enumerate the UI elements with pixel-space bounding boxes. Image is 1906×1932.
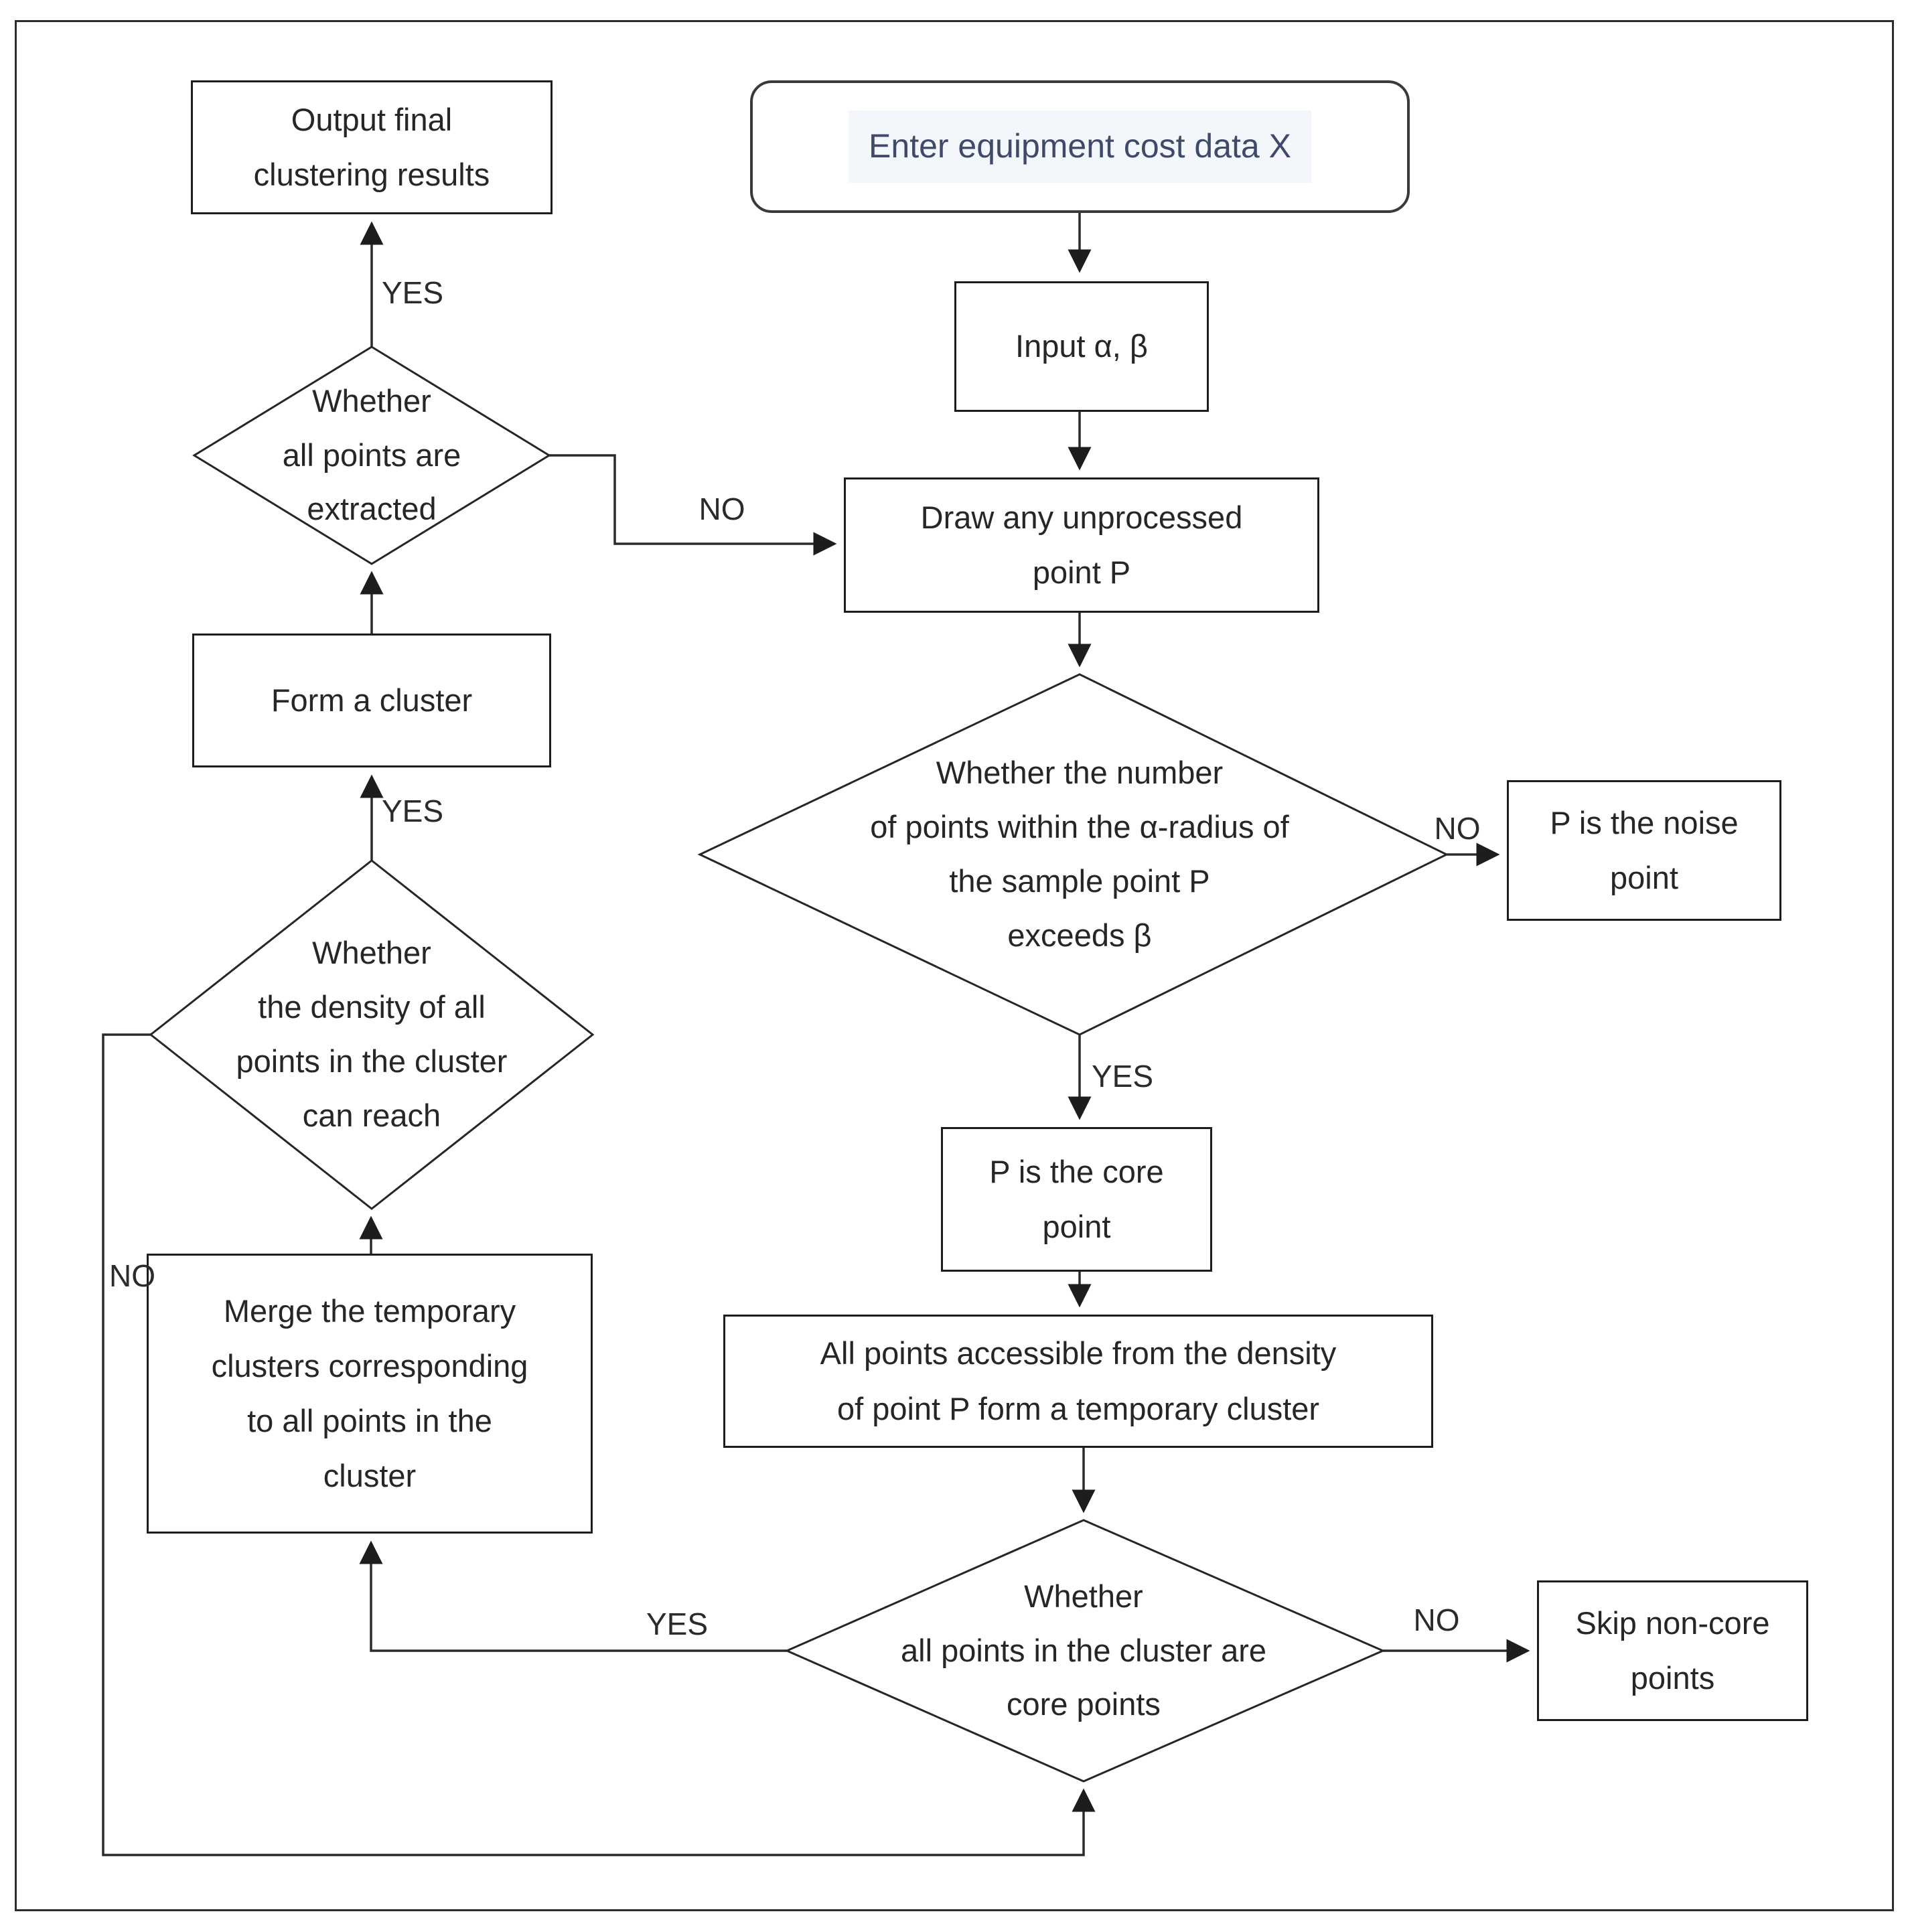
draw-point-node: Draw any unprocessed point P (844, 477, 1319, 613)
edge-density-no-loop-to-core-check (102, 1033, 1096, 1856)
merge-clusters-node: Merge the temporary clusters correspondi… (147, 1254, 593, 1534)
temporary-cluster-node: All points accessible from the density o… (723, 1315, 1433, 1448)
extract-check-diamond (192, 346, 551, 565)
density-no-label: NO (109, 1258, 155, 1293)
radius-no-label: NO (1434, 811, 1481, 846)
radius-check-label: Whether the number of points within the … (870, 755, 1289, 953)
core-point-node: P is the core point (941, 1127, 1212, 1272)
extract-check-label: Whether all points are extracted (282, 382, 461, 527)
outer-frame (15, 20, 1894, 1911)
edge-extract-no-to-draw (549, 454, 837, 556)
radius-yes-label: YES (1092, 1059, 1154, 1094)
input-parameters-node: Input α, β (954, 281, 1209, 412)
edge-core-check-yes-to-merge (359, 1540, 787, 1652)
extract-yes-label: YES (382, 275, 444, 310)
density-check-diamond (149, 859, 595, 1210)
output-results-node: Output final clustering results (191, 80, 553, 214)
skip-noncore-node: Skip non-core points (1537, 1580, 1808, 1721)
core-check-no-label: NO (1413, 1603, 1460, 1637)
core-check-diamond (784, 1519, 1386, 1783)
form-cluster-node: Form a cluster (192, 634, 551, 767)
density-yes-label: YES (382, 794, 444, 828)
density-check-label: Whether the density of all points in the… (236, 935, 508, 1133)
extract-no-label: NO (699, 492, 745, 526)
core-check-label: Whether all points in the cluster are co… (900, 1578, 1266, 1722)
radius-check-diamond (697, 673, 1449, 1036)
start-node: Enter equipment cost data X (750, 80, 1410, 213)
start-node-label: Enter equipment cost data X (849, 110, 1311, 183)
noise-point-node: P is the noise point (1507, 780, 1781, 921)
core-check-yes-label: YES (646, 1607, 709, 1641)
